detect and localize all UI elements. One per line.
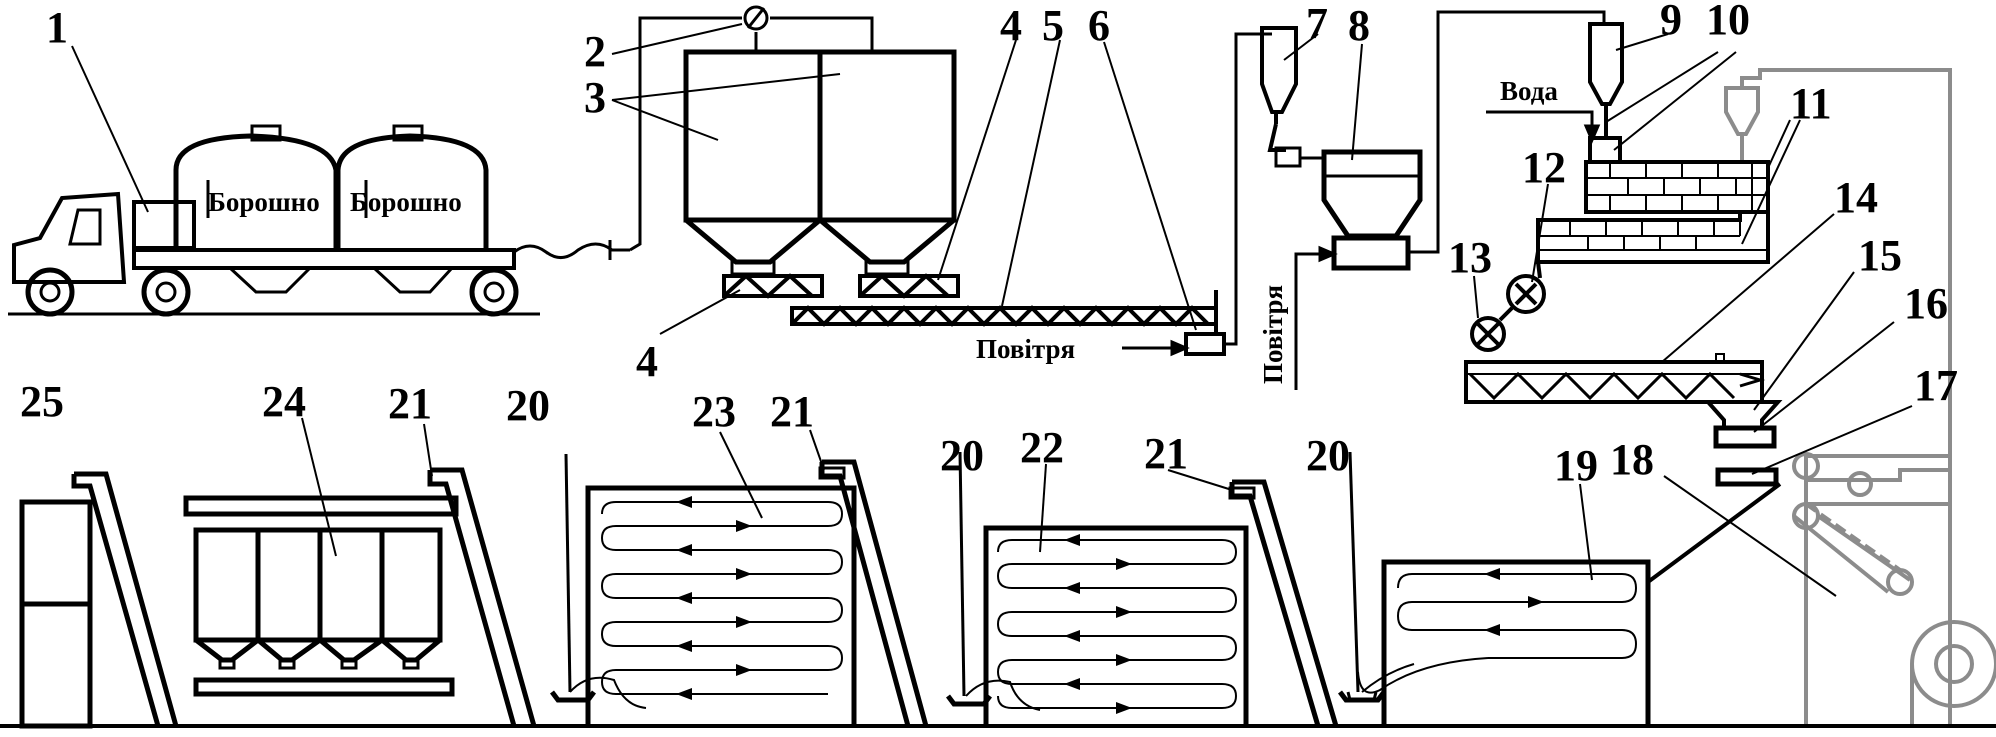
dividing-gates [1470, 261, 1546, 352]
callout-11: 11 [1790, 79, 1832, 128]
air-label-vertical: Повітря [1258, 285, 1288, 384]
callout-6: 6 [1088, 1, 1110, 50]
shaping-machine [1792, 452, 1996, 728]
receiving-bins-20 [550, 663, 1415, 711]
flour-truck [8, 124, 540, 316]
callout-19: 19 [1554, 441, 1598, 490]
callout-20-left: 20 [506, 381, 550, 430]
callout-21-left: 21 [388, 379, 432, 428]
leader-lines [71, 23, 1913, 597]
lower-mixer [1536, 178, 1770, 264]
screw-conveyor [790, 290, 1226, 356]
press-unit [1703, 400, 1783, 487]
callout-numbers: 1 2 3 4 4 5 6 7 8 9 10 11 12 13 14 15 16… [20, 0, 1958, 490]
callout-10: 10 [1706, 0, 1750, 44]
callout-21-right: 21 [1144, 429, 1188, 478]
callout-13: 13 [1448, 233, 1492, 282]
callout-4-upper: 4 [1000, 1, 1022, 50]
storage-bins-24 [183, 495, 459, 697]
callout-21-middle: 21 [770, 387, 814, 436]
callout-14: 14 [1834, 173, 1878, 222]
callout-24: 24 [262, 377, 306, 426]
callout-16: 16 [1904, 279, 1948, 328]
flour-label-left: Борошно [208, 187, 320, 217]
dosing-hopper [1588, 22, 1624, 164]
bin-feed-lines [564, 451, 1360, 697]
dryer-19-flow-arrows [1484, 568, 1544, 636]
dough-screw [1464, 353, 1766, 404]
transport-line-to-dosing [1408, 10, 1606, 254]
pneumatic-line [1224, 32, 1272, 346]
flour-silos [683, 49, 957, 276]
callout-20-right: 20 [1306, 431, 1350, 480]
flour-label-right: Борошно [350, 187, 462, 217]
callout-8: 8 [1348, 1, 1370, 50]
air-inlet-arrow [1122, 339, 1190, 357]
elevator-25-left [71, 471, 179, 727]
elevator-21-middle [818, 459, 929, 727]
dryer-19 [1357, 482, 1782, 726]
air-supply-line [1294, 245, 1338, 390]
packing-machine-25 [19, 499, 93, 729]
dryer-23-flow-arrows [676, 496, 752, 700]
callout-25: 25 [20, 377, 64, 426]
callout-18: 18 [1610, 435, 1654, 484]
callout-23: 23 [692, 387, 736, 436]
dryer-23 [585, 485, 857, 726]
callout-17: 17 [1914, 361, 1958, 410]
cyclone-separator [1260, 26, 1298, 152]
valve-symbol [743, 5, 769, 31]
water-label: Вода [1500, 76, 1558, 106]
callout-3: 3 [584, 73, 606, 122]
callout-12: 12 [1522, 143, 1566, 192]
upper-mixer [1584, 160, 1770, 214]
callout-1: 1 [46, 3, 68, 52]
air-label-bottom: Повітря [976, 334, 1075, 364]
truck-wheels [25, 267, 519, 317]
callout-9: 9 [1660, 0, 1682, 44]
transfer-hose [513, 16, 874, 260]
dryer-22 [983, 525, 1249, 726]
elevator-21-left [427, 467, 537, 727]
callout-20-middle: 20 [940, 431, 984, 480]
callout-22: 22 [1020, 423, 1064, 472]
callout-4-lower: 4 [636, 337, 658, 386]
callout-7: 7 [1306, 0, 1328, 48]
callout-2: 2 [584, 27, 606, 76]
dryer-22-flow-arrows [1064, 534, 1132, 714]
silo-screw-feeders [722, 273, 960, 299]
water-inlet-arrow [1486, 110, 1601, 144]
callout-15: 15 [1858, 231, 1902, 280]
callout-5: 5 [1042, 1, 1064, 50]
flour-hopper [1274, 146, 1423, 271]
